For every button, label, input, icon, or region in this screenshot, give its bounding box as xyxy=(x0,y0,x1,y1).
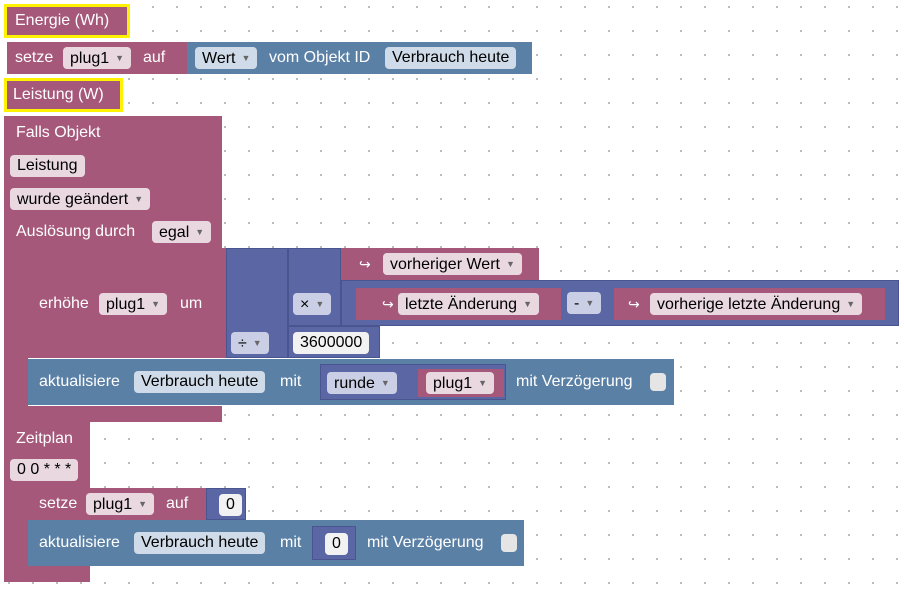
trigger-condition-dropdown[interactable]: wurde geändert ▼ xyxy=(10,188,151,210)
schedule-set-value-field[interactable]: 0 xyxy=(219,494,242,516)
last-change-label: letzte Änderung xyxy=(405,296,518,313)
trigger-block-spine xyxy=(4,248,28,408)
update-with-label: mit xyxy=(280,373,302,390)
round-operator-dropdown[interactable]: runde ▼ xyxy=(327,372,397,394)
schedule-update-delay-label: mit Verzögerung xyxy=(367,534,484,551)
trigger-object-field[interactable]: Leistung xyxy=(10,155,85,177)
schedule-set-variable-label: plug1 xyxy=(93,496,133,513)
increment-label: erhöhe xyxy=(39,295,89,312)
minus-operator-dropdown[interactable]: -▼ xyxy=(567,292,602,314)
schedule-update-object-field[interactable]: Verbrauch heute xyxy=(134,532,266,554)
schedule-block-spine xyxy=(4,488,28,572)
trigger-block-header[interactable]: Falls Objekt Leistung wurde geändert ▼ Au… xyxy=(4,116,222,248)
of-object-id-label: vom Objekt ID xyxy=(269,49,371,66)
chevron-down-icon: ▼ xyxy=(195,227,205,237)
update-label: aktualisiere xyxy=(39,373,120,390)
chevron-down-icon: ▼ xyxy=(252,338,262,348)
schedule-title: Zeitplan xyxy=(16,430,73,447)
trigger-condition-label: wurde geändert xyxy=(17,191,129,208)
divisor-field[interactable]: 3600000 xyxy=(293,332,370,354)
increment-variable-label: plug1 xyxy=(106,296,146,313)
chevron-down-icon: ▼ xyxy=(115,53,125,63)
variable-dropdown-label: plug1 xyxy=(70,50,110,67)
divide-block[interactable]: ÷▼ xyxy=(226,248,288,358)
variable-get-icon: ↪ xyxy=(359,256,371,272)
cron-field[interactable]: 0 0 * * * xyxy=(10,459,79,481)
chevron-down-icon: ▼ xyxy=(478,378,488,388)
set-keyword: setze xyxy=(15,49,54,66)
last-change-dropdown[interactable]: letzte Änderung ▼ xyxy=(398,293,539,315)
increment-block[interactable]: erhöhe plug1 ▼ um xyxy=(28,248,226,358)
comment-energy[interactable]: Energie (Wh) xyxy=(4,4,130,38)
schedule-set-block[interactable]: setze plug1 ▼ auf xyxy=(28,488,208,520)
chevron-down-icon: ▼ xyxy=(585,298,595,308)
previous-last-change-label: vorherige letzte Änderung xyxy=(657,296,841,313)
comment-energy-text: Energie (Wh) xyxy=(15,12,110,29)
previous-last-change-block[interactable]: ↪ vorherige letzte Änderung ▼ xyxy=(614,288,885,320)
variable-dropdown[interactable]: plug1 ▼ xyxy=(63,47,132,69)
variable-get-icon: ↪ xyxy=(628,296,640,312)
divide-operator-label: ÷ xyxy=(238,335,247,352)
round-variable-dropdown[interactable]: plug1 ▼ xyxy=(426,372,495,394)
last-change-block[interactable]: ↪ letzte Änderung ▼ xyxy=(356,288,561,320)
schedule-update-label: aktualisiere xyxy=(39,534,120,551)
chevron-down-icon: ▼ xyxy=(138,499,148,509)
schedule-set-keyword: setze xyxy=(39,495,78,512)
round-variable-label: plug1 xyxy=(433,375,473,392)
schedule-update-block[interactable]: aktualisiere Verbrauch heute mit mit Ver… xyxy=(28,520,524,566)
set-to-label: auf xyxy=(143,49,166,66)
comment-power[interactable]: Leistung (W) xyxy=(4,78,123,112)
triggered-by-label-value: egal xyxy=(159,224,190,241)
increment-variable-dropdown[interactable]: plug1 ▼ xyxy=(99,293,168,315)
multiply-operator-label: × xyxy=(300,296,310,313)
update-object-field[interactable]: Verbrauch heute xyxy=(134,371,266,393)
schedule-block-header[interactable]: Zeitplan 0 0 * * * xyxy=(4,422,90,488)
comment-power-text: Leistung (W) xyxy=(13,86,104,103)
chevron-down-icon: ▼ xyxy=(134,194,144,204)
get-object-value-block[interactable]: Wert ▼ vom Objekt ID Verbrauch heute xyxy=(187,42,532,74)
triggered-by-label: Auslösung durch xyxy=(16,223,136,240)
object-id-field[interactable]: Verbrauch heute xyxy=(385,47,517,69)
schedule-update-number-block[interactable]: 0 xyxy=(312,526,356,560)
property-dropdown-label: Wert xyxy=(202,50,236,67)
previous-value-block[interactable]: ↪ vorheriger Wert ▼ xyxy=(341,248,539,280)
schedule-update-with-label: mit xyxy=(280,534,302,551)
set-variable-block[interactable]: setze plug1 ▼ auf xyxy=(7,42,187,74)
property-dropdown[interactable]: Wert ▼ xyxy=(195,47,258,69)
trigger-block-footer xyxy=(4,406,222,422)
multiply-block[interactable]: ×▼ xyxy=(288,248,341,326)
chevron-down-icon: ▼ xyxy=(505,259,515,269)
delay-checkbox[interactable] xyxy=(650,373,666,391)
schedule-delay-checkbox[interactable] xyxy=(501,534,517,552)
chevron-down-icon: ▼ xyxy=(846,299,856,309)
trigger-title: Falls Objekt xyxy=(16,124,101,141)
variable-get-icon: ↪ xyxy=(382,296,394,312)
chevron-down-icon: ▼ xyxy=(523,299,532,309)
previous-last-change-dropdown[interactable]: vorherige letzte Änderung ▼ xyxy=(650,293,863,315)
schedule-block-footer xyxy=(4,566,90,582)
update-delay-label: mit Verzögerung xyxy=(516,373,633,390)
triggered-by-dropdown[interactable]: egal ▼ xyxy=(152,221,212,243)
increment-by-label: um xyxy=(180,295,203,312)
previous-value-dropdown[interactable]: vorheriger Wert ▼ xyxy=(383,253,522,275)
divide-operator-dropdown[interactable]: ÷▼ xyxy=(231,332,269,354)
previous-value-label: vorheriger Wert xyxy=(390,256,500,273)
round-operator-label: runde xyxy=(334,375,375,392)
divisor-block[interactable]: 3600000 xyxy=(288,326,380,358)
schedule-set-variable-dropdown[interactable]: plug1 ▼ xyxy=(86,493,155,515)
schedule-set-to-label: auf xyxy=(166,495,189,512)
chevron-down-icon: ▼ xyxy=(315,299,325,309)
schedule-update-value-field[interactable]: 0 xyxy=(325,533,348,555)
minus-operator-label: - xyxy=(574,295,580,312)
chevron-down-icon: ▼ xyxy=(380,378,390,388)
schedule-set-number-block[interactable]: 0 xyxy=(206,488,246,520)
round-variable-block[interactable]: plug1 ▼ xyxy=(418,369,504,397)
chevron-down-icon: ▼ xyxy=(151,299,161,309)
multiply-operator-dropdown[interactable]: ×▼ xyxy=(293,293,332,315)
chevron-down-icon: ▼ xyxy=(241,53,251,63)
